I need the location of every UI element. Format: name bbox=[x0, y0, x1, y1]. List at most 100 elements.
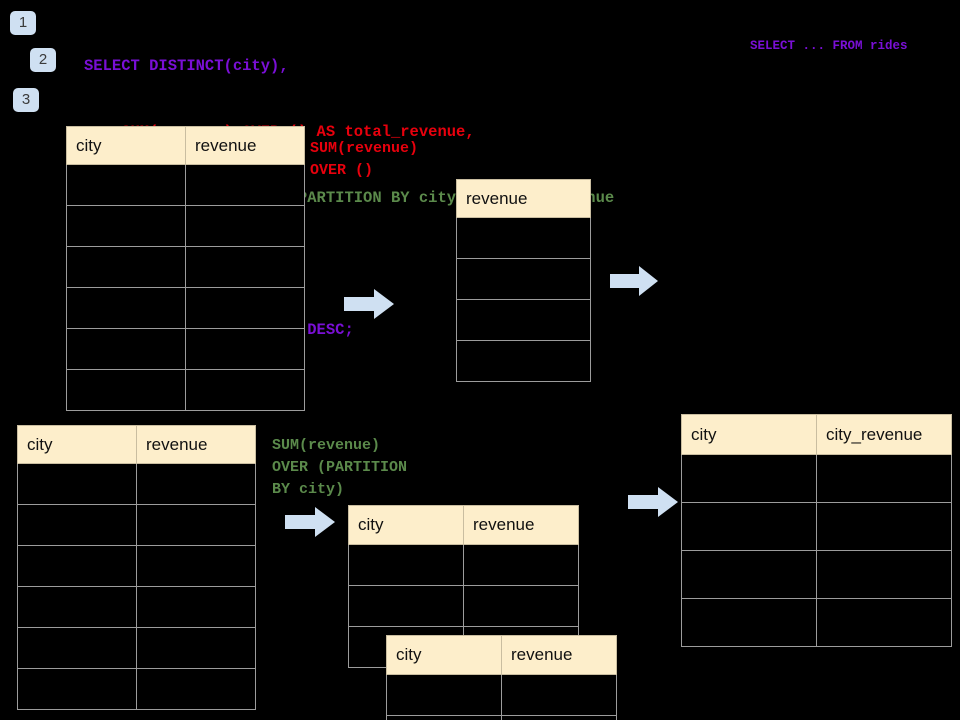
total-revenue-table: revenue bbox=[456, 179, 591, 382]
table-cell bbox=[66, 205, 186, 247]
table-cell bbox=[185, 164, 305, 206]
table-row bbox=[17, 545, 256, 587]
table-header-row: city revenue bbox=[386, 635, 617, 675]
rides-source-table: city revenue bbox=[66, 126, 305, 411]
table-body bbox=[386, 674, 617, 720]
table-cell bbox=[463, 544, 579, 586]
table-header-row: revenue bbox=[456, 179, 591, 218]
table-cell bbox=[136, 504, 256, 546]
table-row bbox=[66, 369, 305, 411]
table-cell bbox=[816, 454, 952, 503]
column-header-revenue: revenue bbox=[136, 425, 256, 464]
table-cell bbox=[185, 369, 305, 411]
table-row bbox=[17, 463, 256, 505]
table-row bbox=[66, 287, 305, 329]
step-badge-1: 1 bbox=[10, 11, 36, 35]
table-cell bbox=[66, 328, 186, 370]
table-cell bbox=[348, 585, 464, 627]
table-row bbox=[17, 627, 256, 669]
select-from-rides-note: SELECT ... FROM rides bbox=[750, 39, 908, 53]
table-row bbox=[66, 164, 305, 206]
table-cell bbox=[816, 550, 952, 599]
table-row bbox=[66, 328, 305, 370]
table-row bbox=[456, 299, 591, 341]
table-cell bbox=[17, 545, 137, 587]
arrow-partition-to-result-icon bbox=[628, 487, 678, 517]
table-row bbox=[386, 715, 617, 720]
arrow-source-to-total-icon bbox=[344, 289, 394, 319]
table-header-row: city revenue bbox=[66, 126, 305, 165]
table-row bbox=[456, 217, 591, 259]
table-body bbox=[681, 454, 952, 647]
table-cell bbox=[456, 299, 591, 341]
table-cell bbox=[456, 217, 591, 259]
table-cell bbox=[681, 454, 817, 503]
table-row bbox=[348, 544, 579, 586]
table-row bbox=[348, 585, 579, 627]
column-header-city-revenue: city_revenue bbox=[816, 414, 952, 455]
table-cell bbox=[136, 668, 256, 710]
table-cell bbox=[136, 586, 256, 628]
table-cell bbox=[816, 598, 952, 647]
table-row bbox=[66, 246, 305, 288]
table-body bbox=[456, 217, 591, 382]
table-cell bbox=[17, 668, 137, 710]
table-header-row: city city_revenue bbox=[681, 414, 952, 455]
table-row bbox=[681, 502, 952, 551]
result-table: city city_revenue bbox=[681, 414, 952, 647]
partition-group-table-a: city revenue bbox=[348, 505, 579, 668]
table-body bbox=[66, 164, 305, 411]
table-cell bbox=[185, 205, 305, 247]
table-cell bbox=[386, 715, 502, 720]
arrow-total-to-result-icon bbox=[610, 266, 658, 296]
table-cell bbox=[66, 287, 186, 329]
column-header-city: city bbox=[17, 425, 137, 464]
table-cell bbox=[66, 164, 186, 206]
column-header-revenue: revenue bbox=[185, 126, 305, 165]
column-header-city: city bbox=[681, 414, 817, 455]
table-cell bbox=[136, 463, 256, 505]
table-cell bbox=[681, 598, 817, 647]
table-row bbox=[681, 454, 952, 503]
table-cell bbox=[348, 544, 464, 586]
table-row bbox=[456, 258, 591, 300]
table-cell bbox=[185, 328, 305, 370]
column-header-revenue: revenue bbox=[501, 635, 617, 675]
table-header-row: city revenue bbox=[348, 505, 579, 545]
table-cell bbox=[17, 586, 137, 628]
annotation-total-revenue: SUM(revenue) OVER () bbox=[310, 140, 419, 179]
table-row bbox=[17, 668, 256, 710]
step-badge-2: 2 bbox=[30, 48, 56, 72]
step-badge-3: 3 bbox=[13, 88, 39, 112]
column-header-revenue: revenue bbox=[456, 179, 591, 218]
column-header-revenue: revenue bbox=[463, 505, 579, 545]
table-cell bbox=[386, 674, 502, 716]
table-cell bbox=[17, 463, 137, 505]
table-row bbox=[386, 674, 617, 716]
column-header-city: city bbox=[348, 505, 464, 545]
table-cell bbox=[463, 585, 579, 627]
sql-line-select: SELECT DISTINCT(city), bbox=[84, 57, 289, 75]
partition-group-table-b: city revenue bbox=[386, 635, 617, 720]
table-cell bbox=[136, 627, 256, 669]
table-cell bbox=[681, 550, 817, 599]
table-cell bbox=[185, 246, 305, 288]
table-cell bbox=[456, 340, 591, 382]
table-row bbox=[17, 586, 256, 628]
table-row bbox=[681, 598, 952, 647]
table-cell bbox=[681, 502, 817, 551]
table-cell bbox=[501, 715, 617, 720]
table-row bbox=[17, 504, 256, 546]
column-header-city: city bbox=[386, 635, 502, 675]
table-cell bbox=[66, 246, 186, 288]
table-cell bbox=[136, 545, 256, 587]
table-cell bbox=[501, 674, 617, 716]
rides-source-table-partition: city revenue bbox=[17, 425, 256, 710]
table-cell bbox=[185, 287, 305, 329]
table-row bbox=[681, 550, 952, 599]
table-cell bbox=[816, 502, 952, 551]
table-cell bbox=[456, 258, 591, 300]
arrow-source-to-partition-icon bbox=[285, 507, 335, 537]
annotation-city-revenue: SUM(revenue) OVER (PARTITION BY city) bbox=[272, 437, 408, 498]
